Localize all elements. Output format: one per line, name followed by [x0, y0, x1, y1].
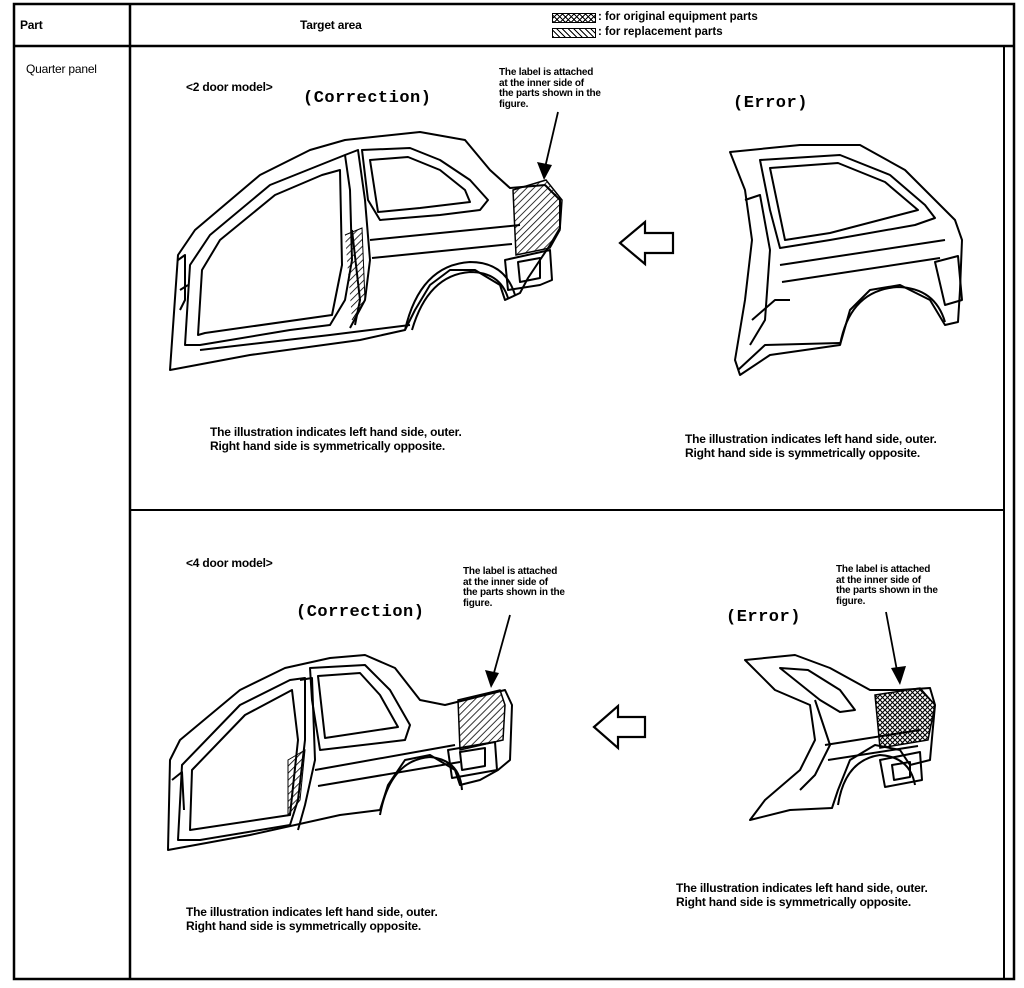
left-arrow-icon — [618, 219, 675, 267]
label-note-4door: The label is attached at the inner side … — [463, 566, 565, 609]
correction-label-4door: (Correction) — [296, 603, 425, 622]
caption-left-2door: The illustration indicates left hand sid… — [210, 425, 462, 453]
two-door-correction-figure — [169, 131, 561, 371]
target-area-column-header: Target area — [300, 18, 362, 32]
model-label-4door: <4 door model> — [186, 556, 273, 570]
original-area-crosshatch — [874, 687, 936, 749]
diagonal-legend-swatch — [552, 28, 596, 38]
legend-replacement-text: : for replacement parts — [598, 26, 723, 38]
replacement-area-hatch — [512, 179, 563, 256]
label-leader-arrow — [537, 111, 559, 180]
error-label-4door: (Error) — [726, 608, 801, 627]
caption-right-4door: The illustration indicates left hand sid… — [676, 881, 928, 909]
left-arrow-icon-2 — [592, 703, 647, 751]
part-name: Quarter panel — [26, 62, 97, 76]
pillar-hatch-4door — [287, 749, 306, 817]
part-column-header: Part — [20, 18, 43, 32]
pillar-hatch — [344, 227, 366, 321]
error-label-2door: (Error) — [733, 94, 808, 113]
crosshatch-legend-swatch — [552, 13, 596, 23]
label-leader-arrow-4door — [485, 614, 511, 688]
caption-right-2door: The illustration indicates left hand sid… — [685, 432, 937, 460]
four-door-correction-figure — [167, 654, 513, 851]
two-door-error-figure — [729, 144, 963, 376]
correction-label-2door: (Correction) — [303, 89, 432, 108]
label-note-2door: The label is attached at the inner side … — [499, 67, 601, 110]
caption-left-4door: The illustration indicates left hand sid… — [186, 905, 438, 933]
label-note-4door-error: The label is attached at the inner side … — [836, 564, 938, 607]
legend-original-text: : for original equipment parts — [598, 11, 758, 23]
replacement-area-hatch-4door — [457, 689, 506, 751]
label-leader-arrow-error — [885, 611, 906, 685]
model-label-2door: <2 door model> — [186, 80, 273, 94]
table-frame — [12, 2, 1016, 981]
